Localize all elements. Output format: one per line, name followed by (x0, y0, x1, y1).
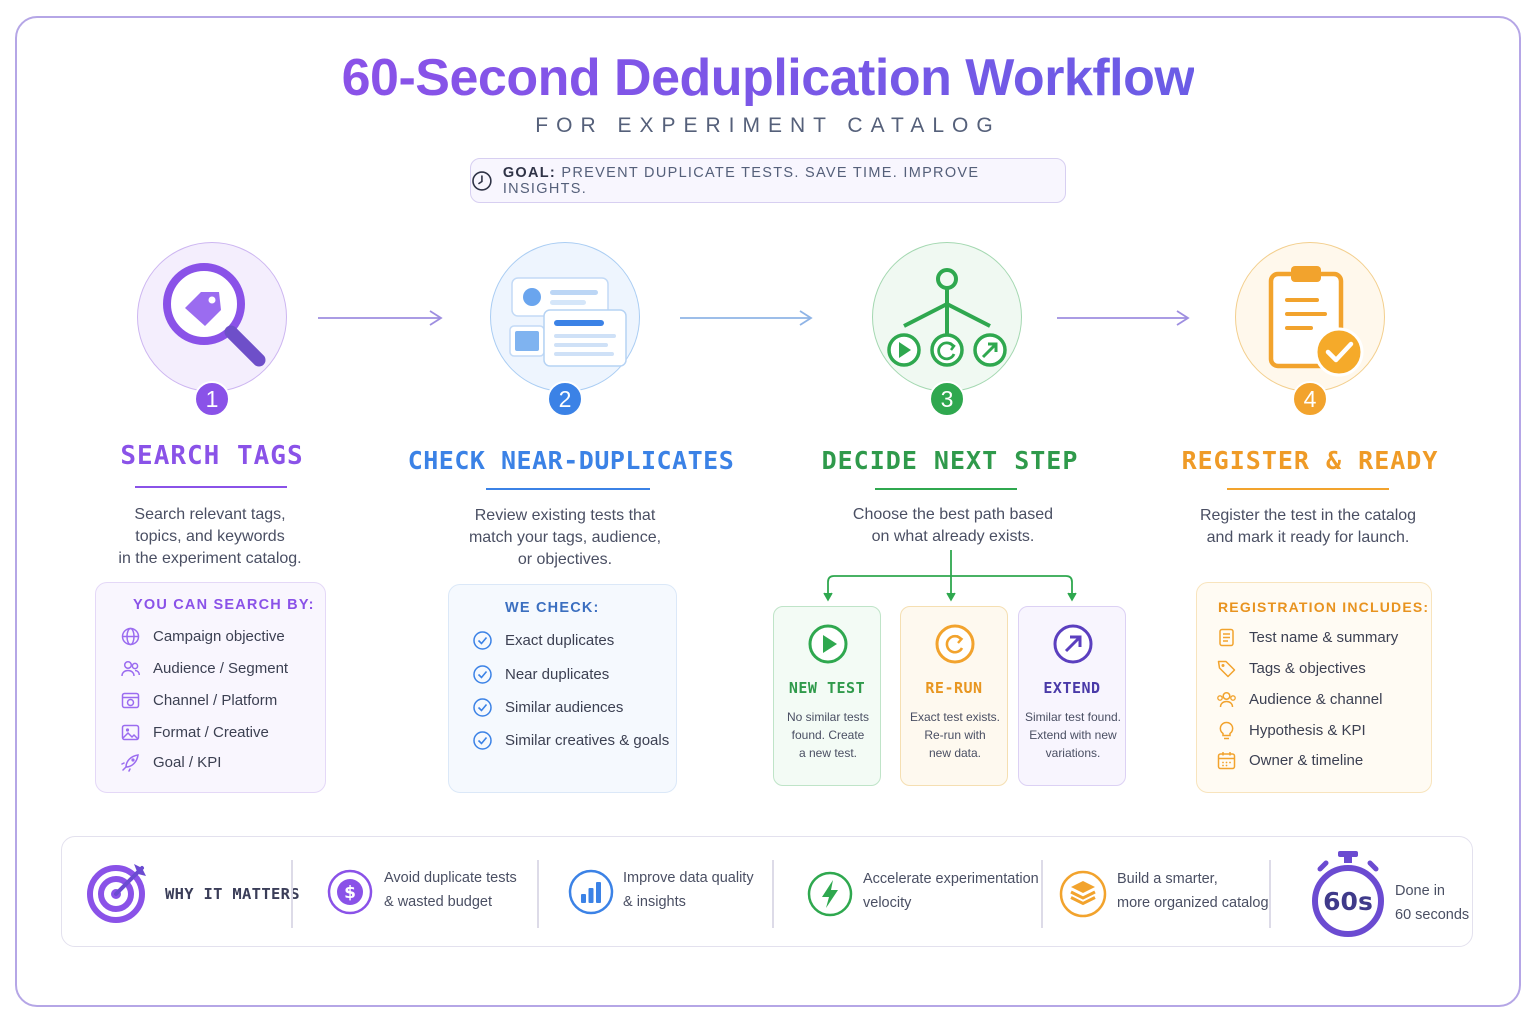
calendar-icon (1217, 752, 1236, 770)
we-check-item: Similar audiences (472, 697, 623, 718)
step-1-underline (135, 486, 287, 488)
timer-label: 60s (1323, 887, 1373, 916)
flow-arrow-1 (318, 310, 443, 326)
registration-item: Test name & summary (1216, 627, 1398, 648)
benefit-text: Improve data quality& insights (623, 870, 754, 910)
search-by-title: YOU CAN SEARCH BY: (133, 597, 315, 613)
play-icon (808, 624, 848, 664)
we-check-item: Near duplicates (472, 664, 609, 685)
search-by-item: Goal / KPI (120, 752, 221, 773)
registration-item: Tags & objectives (1216, 658, 1366, 679)
step-3-circle (872, 242, 1022, 392)
step-1-badge: 1 (194, 381, 230, 417)
why-it-matters-label: WHY IT MATTERS (165, 885, 300, 903)
goal-banner: GOAL: PREVENT DUPLICATE TESTS. SAVE TIME… (470, 158, 1066, 203)
step-2-badge: 2 (547, 381, 583, 417)
step-4-underline (1227, 488, 1389, 490)
decision-tree-icon (887, 268, 1007, 367)
flow-arrow-2 (680, 310, 813, 326)
we-check-item: Exact duplicates (472, 630, 614, 651)
globe-icon (121, 627, 140, 646)
search-by-item: Channel / Platform (120, 690, 277, 711)
option-extend: EXTEND Similar test found.Extend with ne… (1018, 606, 1126, 786)
bar-chart-icon (568, 869, 614, 915)
separator (772, 860, 774, 928)
compare-cards-icon (509, 277, 627, 367)
page-title: 60-Second Deduplication Workflow (341, 49, 1195, 107)
search-by-item: Format / Creative (120, 722, 269, 743)
layers-icon (1059, 870, 1107, 918)
clock-icon (472, 170, 492, 191)
users-icon (1217, 691, 1236, 708)
lightbulb-icon (1219, 721, 1234, 740)
separator (1269, 860, 1271, 928)
goal-text: PREVENT DUPLICATE TESTS. SAVE TIME. IMPR… (502, 164, 980, 197)
dollar-icon: $ (327, 869, 373, 915)
we-check-box (448, 584, 677, 793)
search-by-box (95, 582, 326, 793)
step-2-circle (490, 242, 640, 392)
check-circle-icon (473, 731, 492, 750)
target-icon (87, 864, 146, 923)
step-3-underline (875, 488, 1017, 490)
lightning-icon (807, 871, 853, 917)
goal-label: GOAL: (502, 164, 557, 181)
stopwatch-icon: 60s (1312, 851, 1384, 937)
registration-title: REGISTRATION INCLUDES: (1218, 599, 1430, 615)
step-3-badge: 3 (929, 381, 965, 417)
check-circle-icon (473, 698, 492, 717)
step-3-title: DECIDE NEXT STEP (821, 446, 1079, 475)
search-by-item: Campaign objective (120, 626, 285, 647)
svg-text:$: $ (344, 883, 356, 903)
step-4-circle (1235, 242, 1385, 392)
registration-box (1196, 582, 1432, 793)
check-circle-icon (473, 631, 492, 650)
browser-icon (121, 692, 140, 709)
search-by-item: Audience / Segment (120, 658, 288, 679)
arrow-up-right-icon (1053, 624, 1093, 664)
tag-search-icon (163, 263, 266, 367)
step-4-badge: 4 (1292, 381, 1328, 417)
benefit-text: Build a smarter,more organized catalog (1117, 871, 1269, 911)
step-1-description: Search relevant tags,topics, and keyword… (118, 506, 302, 567)
page-subtitle: FOR EXPERIMENT CATALOG (535, 114, 1001, 137)
document-icon (1219, 628, 1234, 647)
rocket-icon (121, 754, 139, 772)
separator (537, 860, 539, 928)
step-4-title: REGISTER & READY (1181, 446, 1439, 475)
users-icon (121, 660, 141, 677)
registration-item: Owner & timeline (1216, 750, 1363, 771)
why-it-matters-bar (61, 836, 1473, 947)
step-1-title: SEARCH TAGS (120, 441, 304, 471)
flow-arrow-3 (1057, 310, 1190, 326)
rerun-icon (935, 624, 975, 664)
branch-connector (823, 550, 1077, 602)
separator (291, 860, 293, 928)
separator (1041, 860, 1043, 928)
benefit-text: Avoid duplicate tests& wasted budget (384, 870, 517, 910)
check-circle-icon (473, 665, 492, 684)
we-check-title: WE CHECK: (505, 600, 600, 616)
image-icon (121, 724, 140, 741)
step-2-underline (486, 488, 650, 490)
tag-icon (1217, 660, 1236, 678)
clipboard-check-icon (1268, 266, 1364, 377)
registration-item: Hypothesis & KPI (1216, 720, 1366, 741)
registration-item: Audience & channel (1216, 689, 1382, 710)
step-2-title: CHECK NEAR-DUPLICATES (407, 446, 735, 475)
we-check-item: Similar creatives & goals (472, 730, 669, 751)
step-1-circle (137, 242, 287, 392)
